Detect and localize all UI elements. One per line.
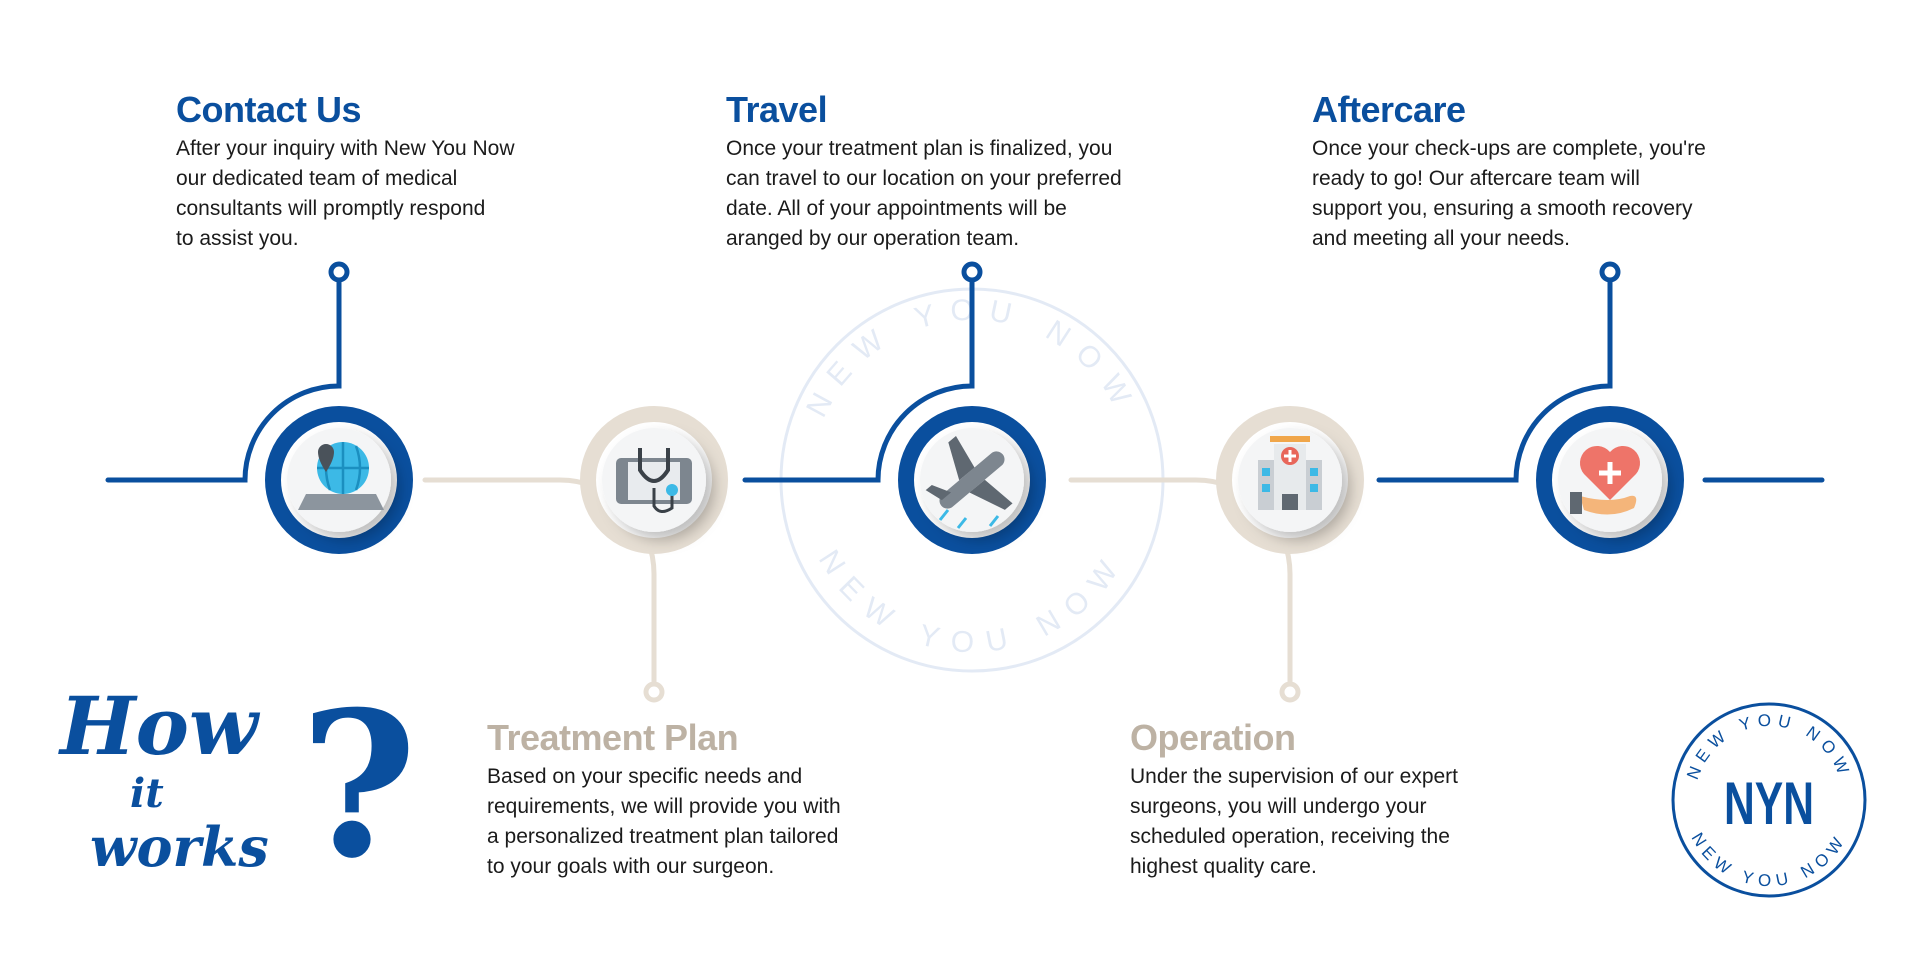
step-aftercare: Aftercare Once your check-ups are comple… (1312, 90, 1772, 254)
stethoscope-icon (616, 448, 692, 513)
node-treatment (580, 406, 728, 554)
airplane-icon (925, 436, 1013, 510)
step-title: Aftercare (1312, 89, 1466, 130)
pin-travel (961, 261, 983, 283)
node-travel (898, 406, 1046, 554)
globe-keyboard-icon (298, 442, 384, 510)
headline-works: works (90, 815, 269, 879)
logo-monogram: NYN (1724, 770, 1814, 837)
headline-it: it (130, 770, 164, 817)
step-travel: Travel Once your treatment plan is final… (726, 90, 1206, 254)
connector-aftercare (1376, 277, 1613, 483)
step-description: Once your check-ups are complete, you're… (1312, 137, 1706, 250)
step-operation: Operation Under the supervision of our e… (1130, 718, 1550, 882)
headline-how: How (60, 679, 258, 773)
how-it-works-headline: How it works ? (60, 686, 420, 896)
step-title: Travel (726, 89, 828, 130)
svg-text:NEW YOU NOW: NEW YOU NOW (812, 544, 1132, 659)
node-aftercare (1536, 406, 1684, 554)
step-contact: Contact Us After your inquiry with New Y… (176, 90, 596, 254)
pin-operation (1279, 681, 1301, 703)
step-title: Contact Us (176, 89, 362, 130)
heart-hand-icon (1570, 445, 1641, 515)
step-title: Operation (1130, 717, 1296, 758)
node-operation (1216, 406, 1364, 554)
pin-aftercare (1599, 261, 1621, 283)
pin-contact (328, 261, 350, 283)
step-title: Treatment Plan (487, 717, 739, 758)
connector-contact (105, 277, 342, 483)
hospital-icon (1258, 436, 1322, 510)
node-contact (265, 406, 413, 554)
pin-treatment (643, 681, 665, 703)
connector-travel (742, 277, 975, 483)
step-treatment: Treatment Plan Based on your specific ne… (487, 718, 927, 882)
step-description: Once your treatment plan is finalized, y… (726, 137, 1122, 250)
brand-logo: NEW YOU NOW NEW YOU NOW NYN (1671, 702, 1867, 898)
question-mark: ? (300, 668, 418, 903)
